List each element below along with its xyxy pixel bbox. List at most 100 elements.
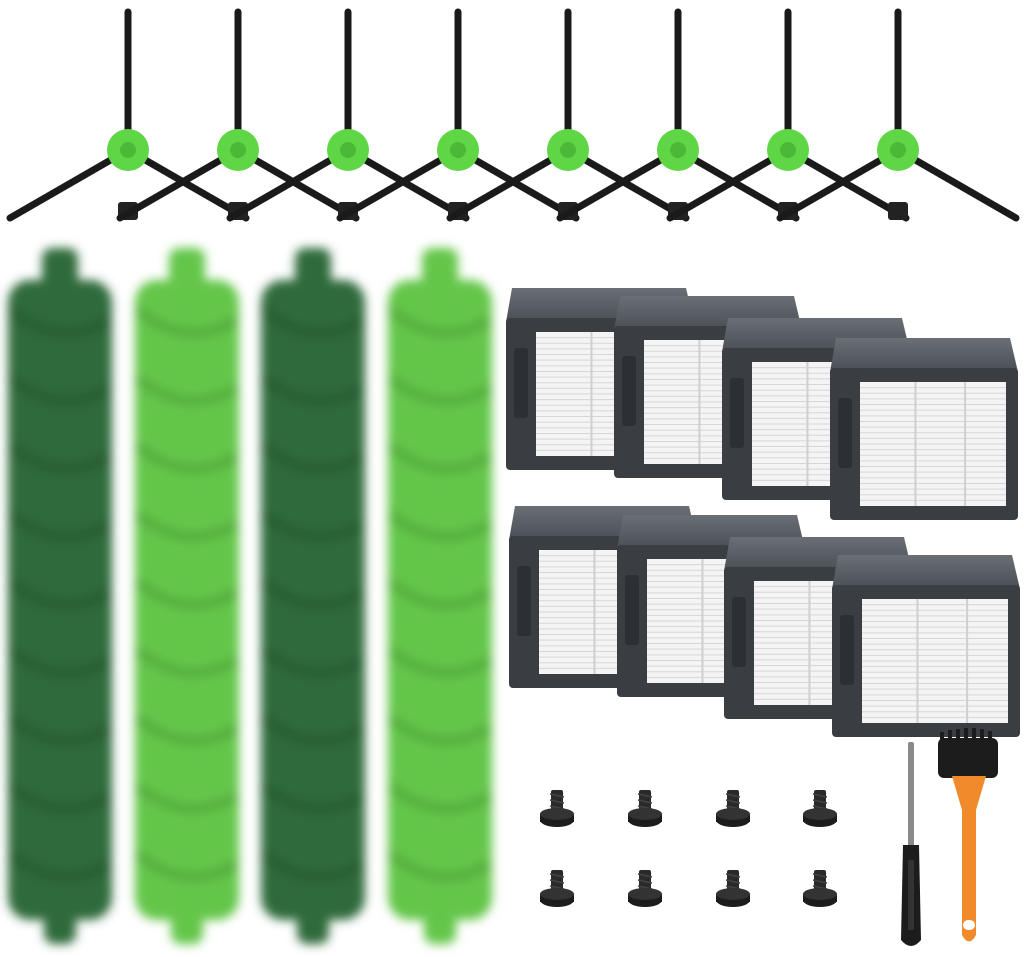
screw-thread xyxy=(725,873,741,878)
roller-brush xyxy=(6,248,113,944)
side-brush-arm xyxy=(344,146,470,222)
screw-head-top xyxy=(628,808,662,820)
screw xyxy=(803,790,837,827)
roller-brush-fin xyxy=(386,782,493,814)
roller-brush-fin xyxy=(259,510,366,542)
side-brush-hub-center xyxy=(670,142,686,158)
screwdriver-grip-line xyxy=(908,860,914,930)
side-brush xyxy=(666,8,910,222)
cleaning-brush-bristles xyxy=(938,728,998,778)
side-brush-hub-center xyxy=(560,142,576,158)
side-brush-hub-center xyxy=(120,142,136,158)
side-brush-arm xyxy=(666,146,792,222)
hepa-filter-tab xyxy=(730,378,744,448)
hepa-filter-top xyxy=(830,338,1018,372)
roller-brush-fin xyxy=(133,646,240,678)
roller-brush-group xyxy=(6,248,493,944)
roller-brush-fin xyxy=(386,374,493,406)
screw-thread xyxy=(637,799,653,804)
screw-thread xyxy=(812,879,828,884)
side-brush-arm xyxy=(556,146,682,222)
side-brush-arm xyxy=(124,146,250,222)
side-brush-hub-center xyxy=(340,142,356,158)
screw-head-top xyxy=(540,808,574,820)
roller-brush-fin xyxy=(133,442,240,474)
screw-head-top xyxy=(716,808,750,820)
roller-brush xyxy=(259,248,366,944)
side-brush xyxy=(776,8,1020,222)
roller-brush-fin xyxy=(259,578,366,610)
roller-brush-fin xyxy=(6,578,113,610)
roller-brush-fin xyxy=(133,306,240,338)
roller-brush-cap xyxy=(424,910,456,944)
roller-brush-fin xyxy=(386,510,493,542)
hepa-filter-tab xyxy=(732,597,746,667)
screw-thread xyxy=(549,793,565,798)
screw-thread xyxy=(549,799,565,804)
roller-brush-fin xyxy=(259,646,366,678)
screw-thread xyxy=(637,873,653,878)
side-brush-arm xyxy=(564,146,690,222)
roller-brush-fin xyxy=(6,374,113,406)
screw-thread xyxy=(637,879,653,884)
roller-brush-cap xyxy=(44,910,76,944)
roller-brush-fin xyxy=(259,850,366,882)
roller-brush-fin xyxy=(259,714,366,746)
side-brush-arm xyxy=(446,146,572,222)
cleaning-brush-handle xyxy=(952,776,986,942)
side-brush-arm xyxy=(234,146,360,222)
hepa-filter-tab xyxy=(622,356,636,426)
side-brush-arm xyxy=(336,146,462,222)
side-brush-arm xyxy=(454,146,580,222)
roller-brush-fin xyxy=(133,578,240,610)
roller-brush-fin xyxy=(6,442,113,474)
screw-thread xyxy=(637,793,653,798)
side-brush-hub-center xyxy=(450,142,466,158)
roller-brush-fin xyxy=(133,850,240,882)
side-brush-mount xyxy=(888,202,908,220)
side-brush xyxy=(6,8,250,222)
screw xyxy=(803,870,837,907)
screw-head-top xyxy=(716,888,750,900)
roller-brush-fin xyxy=(6,646,113,678)
screwdriver xyxy=(901,742,921,946)
roller-brush-fin xyxy=(133,374,240,406)
screw xyxy=(628,790,662,827)
roller-brush-cap xyxy=(297,910,329,944)
hepa-filter-tab xyxy=(838,398,852,468)
hepa-filter-tab xyxy=(625,575,639,645)
hepa-filter-tab xyxy=(840,615,854,685)
side-brush xyxy=(116,8,360,222)
roller-brush-fin xyxy=(386,306,493,338)
screw-head-top xyxy=(803,888,837,900)
hepa-filter-tab xyxy=(517,566,531,636)
roller-brush-fin xyxy=(133,510,240,542)
roller-brush-fin xyxy=(6,714,113,746)
side-brush-hub-center xyxy=(890,142,906,158)
roller-brush-cap xyxy=(422,248,458,288)
roller-brush-cap xyxy=(171,910,203,944)
cleaning-brush xyxy=(938,728,998,942)
roller-brush-fin xyxy=(386,646,493,678)
roller-brush-fin xyxy=(6,510,113,542)
side-brush-arm xyxy=(776,146,902,222)
screw-thread xyxy=(549,873,565,878)
screw-head-top xyxy=(628,888,662,900)
roller-brush-fin xyxy=(6,782,113,814)
roller-brush-fin xyxy=(133,782,240,814)
screw-group xyxy=(540,790,837,907)
side-brush-hub-center xyxy=(780,142,796,158)
roller-brush-fin xyxy=(386,578,493,610)
hepa-filter-top xyxy=(832,555,1020,589)
screw xyxy=(716,870,750,907)
side-brush-arm xyxy=(6,146,132,222)
screw-head-top xyxy=(803,808,837,820)
hepa-filter-group xyxy=(506,288,1020,737)
screw-thread xyxy=(725,799,741,804)
screw-thread xyxy=(549,879,565,884)
roller-brush-fin xyxy=(259,782,366,814)
roller-brush-cap xyxy=(169,248,205,288)
roller-brush-fin xyxy=(6,306,113,338)
side-brush-group xyxy=(6,8,1020,222)
